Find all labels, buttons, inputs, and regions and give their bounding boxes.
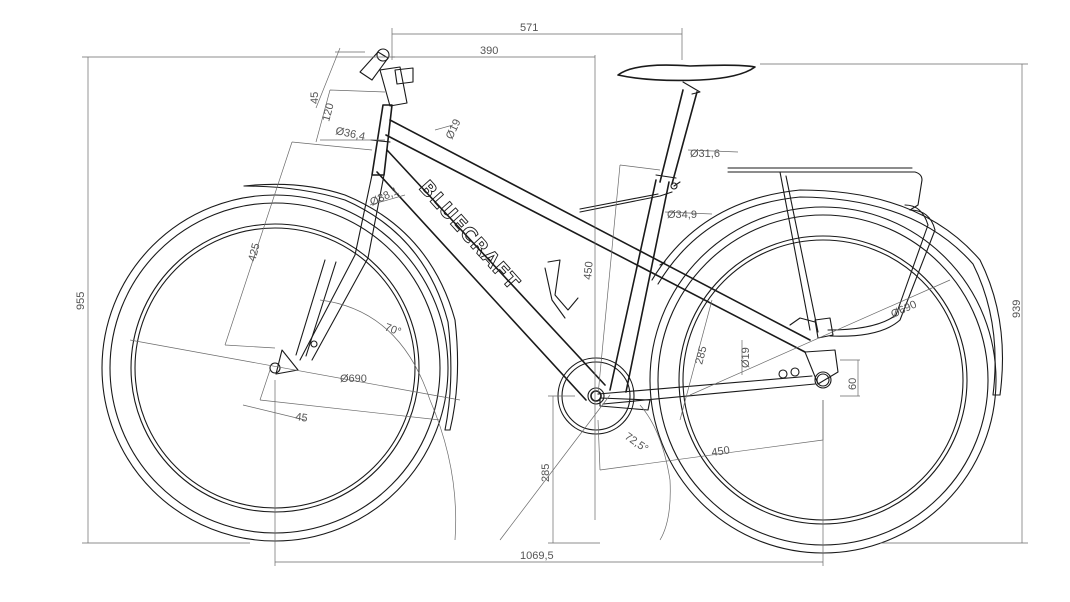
dim-chainstay-length: 450 — [711, 445, 731, 459]
dim-down-tube-dia: Ø38,1 — [368, 185, 400, 209]
dim-seat-angle: 72,5° — [622, 431, 650, 456]
rear-derailleur — [789, 317, 834, 339]
front-fender — [243, 183, 459, 431]
dim-overall-height: 955 — [75, 292, 87, 310]
dim-front-wheel-dia: Ø690 — [340, 373, 367, 385]
dim-headset: 45 — [309, 92, 321, 104]
dim-seatstay-dia: Ø19 — [740, 347, 752, 368]
dimension-lines — [82, 28, 1028, 566]
dim-fork-length: 425 — [246, 242, 262, 263]
dim-seat-tube-dia: Ø34,9 — [667, 209, 697, 221]
seatpost — [655, 89, 698, 187]
rear-rack — [579, 167, 936, 337]
dim-fork-offset: 45 — [295, 411, 309, 425]
dim-top-tube-dia: Ø19 — [444, 117, 464, 141]
fork — [275, 174, 385, 375]
dimension-labels: 571 390 45 120 Ø36,4 Ø19 Ø38,1 425 70° Ø… — [75, 22, 1023, 562]
dim-seatpost-dia: Ø31,6 — [690, 148, 720, 160]
dim-top-length: 571 — [520, 22, 538, 34]
frame — [370, 104, 839, 405]
dim-head-tube-dia: Ø36,4 — [334, 125, 366, 143]
dim-head-angle: 70° — [383, 322, 403, 339]
dim-stem: 120 — [320, 102, 336, 123]
dim-reach: 390 — [480, 45, 498, 57]
bottle-cage — [544, 259, 579, 319]
dim-saddle-height: 939 — [1011, 300, 1023, 318]
stem-handlebar — [359, 48, 414, 107]
dim-rear-wheel-dia: Ø690 — [889, 298, 918, 320]
dim-wheelbase: 1069,5 — [520, 550, 554, 562]
saddle — [617, 64, 756, 95]
dim-bb-height: 285 — [540, 464, 552, 482]
dim-chainstay-height: 285 — [693, 345, 709, 366]
dim-dropout: 60 — [847, 378, 859, 390]
rear-fender — [651, 189, 1004, 396]
dim-seat-tube-length: 450 — [582, 261, 596, 280]
